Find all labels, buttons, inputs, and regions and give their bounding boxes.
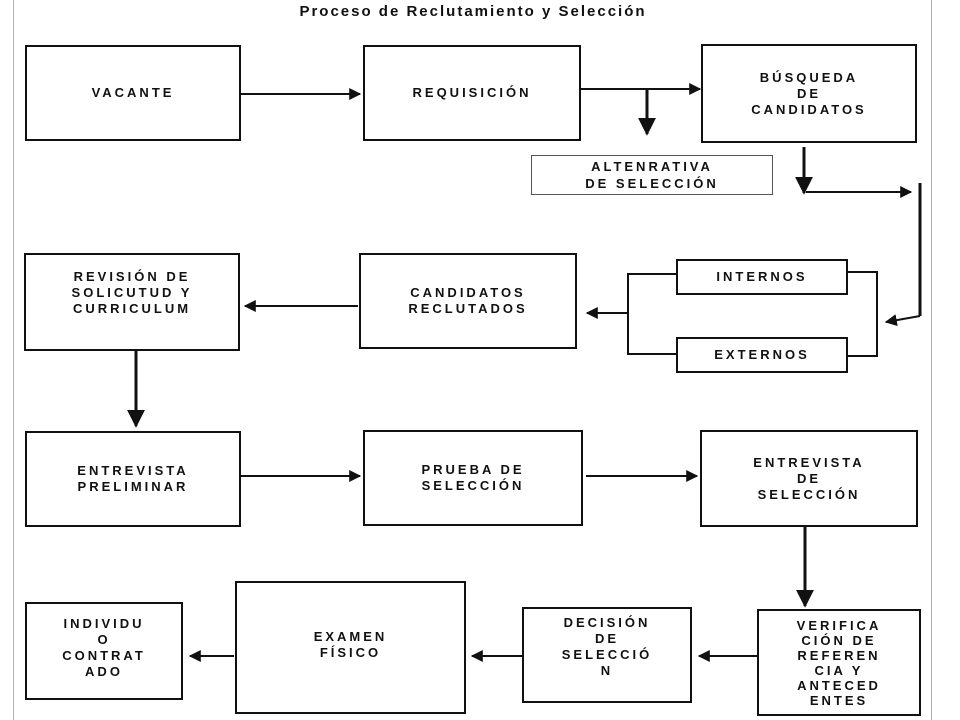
node-verificacion-referencias: VERIFICA CIÓN DE REFEREN CIA Y ANTECED E… bbox=[757, 609, 921, 716]
node-vacante: VACANTE bbox=[25, 45, 241, 141]
node-entrevista-seleccion: ENTREVISTA DE SELECCIÓN bbox=[700, 430, 918, 527]
node-externos: EXTERNOS bbox=[676, 337, 848, 373]
frame-left-border bbox=[13, 0, 14, 720]
bracket-right bbox=[848, 271, 878, 357]
node-requisicion: REQUISICIÓN bbox=[363, 45, 581, 141]
bracket-left bbox=[627, 273, 676, 355]
node-internos: INTERNOS bbox=[676, 259, 848, 295]
frame-right-border bbox=[931, 0, 932, 720]
node-revision-solicitud: REVISIÓN DE SOLICUTUD Y CURRICULUM bbox=[24, 253, 240, 351]
node-entrevista-preliminar: ENTREVISTA PRELIMINAR bbox=[25, 431, 241, 527]
node-candidatos-reclutados: CANDIDATOS RECLUTADOS bbox=[359, 253, 577, 349]
arrow-into-branch bbox=[884, 314, 921, 327]
node-individuo-contratado: INDIVIDU O CONTRAT ADO bbox=[25, 602, 183, 700]
node-examen-fisico: EXAMEN FÍSICO bbox=[235, 581, 466, 714]
diagram-title: Proceso de Reclutamiento y Selección bbox=[299, 3, 647, 20]
node-prueba-seleccion: PRUEBA DE SELECCIÓN bbox=[363, 430, 583, 526]
node-alternativa-seleccion: ALTENRATIVA DE SELECCIÓN bbox=[531, 155, 773, 195]
node-busqueda-candidatos: BÚSQUEDA DE CANDIDATOS bbox=[701, 44, 917, 143]
node-decision-seleccion: DECISIÓN DE SELECCIÓ N bbox=[522, 607, 692, 703]
